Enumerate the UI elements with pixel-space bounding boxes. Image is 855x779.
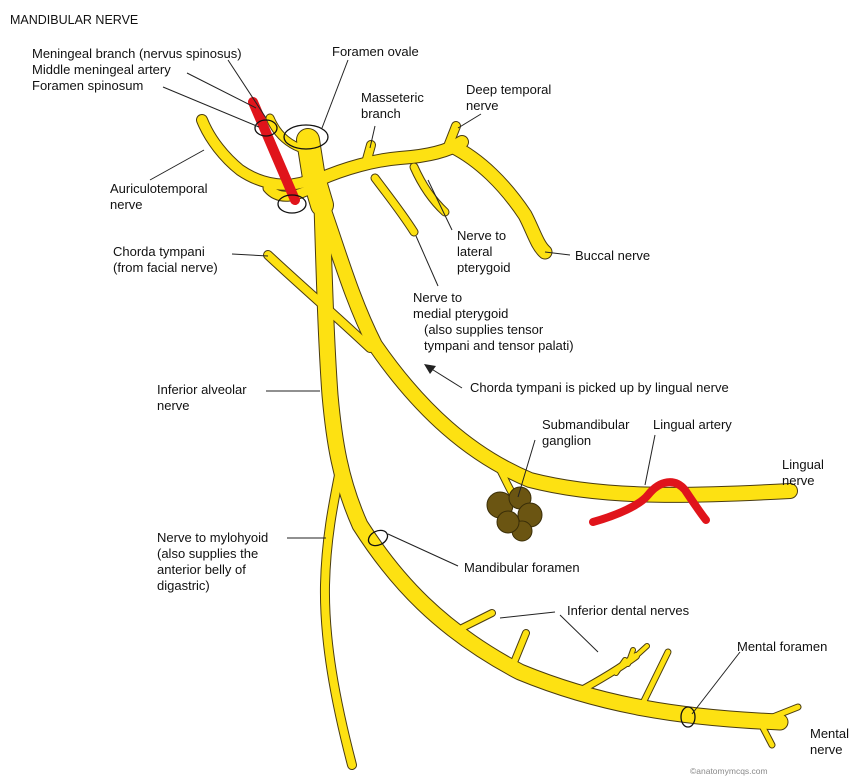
inferior-alveolar-nerve [322,205,780,722]
label-lateral-pterygoid-2: lateral [457,244,493,259]
label-mandibular-foramen: Mandibular foramen [464,560,580,575]
leader-middle-meningeal-artery [187,73,256,108]
leader-chorda [232,254,268,256]
arrow-icon [424,364,436,374]
diagram-title: MANDIBULAR NERVE [10,13,138,27]
label-mental-1: Mental [810,726,849,741]
label-buccal: Buccal nerve [575,248,650,263]
leader-meningeal-branch [228,60,266,118]
label-lingual-artery: Lingual artery [653,417,732,432]
label-lateral-pterygoid-3: pterygoid [457,260,510,275]
leader-foramen-ovale [322,60,348,128]
leader-auriculotemporal [150,150,204,180]
leader-foramen-spinosum [163,87,259,127]
label-chorda-2: (from facial nerve) [113,260,218,275]
leader-inferior-dental-a [500,612,555,618]
label-mylohyoid-1: Nerve to mylohyoid [157,530,268,545]
label-inferior-dental: Inferior dental nerves [567,603,690,618]
label-mental-foramen: Mental foramen [737,639,827,654]
leader-mental-foramen [692,652,740,714]
inferior-alveolar-nerve-outline [322,205,780,722]
inferior-dental-1 [462,613,492,628]
label-deep-temporal-2: nerve [466,98,499,113]
label-chorda-1: Chorda tympani [113,244,205,259]
leader-deep-temporal [458,114,481,128]
label-lateral-pterygoid-1: Nerve to [457,228,506,243]
label-deep-temporal-1: Deep temporal [466,82,551,97]
label-inferior-alveolar-1: Inferior alveolar [157,382,247,397]
mandibular-trunk [308,140,322,205]
label-submandibular-2: ganglion [542,433,591,448]
label-auriculotemporal-2: nerve [110,197,143,212]
label-mylohyoid-2: (also supplies the [157,546,258,561]
leader-mandibular-foramen [388,534,458,566]
submandibular-ganglion-shape [487,487,542,541]
leader-chorda-picked-up [430,368,462,388]
leader-inferior-dental-b [560,615,598,652]
label-masseteric-1: Masseteric [361,90,424,105]
label-masseteric-2: branch [361,106,401,121]
label-foramen-spinosum: Foramen spinosum [32,78,143,93]
leader-medial-pterygoid [416,236,438,286]
label-foramen-ovale: Foramen ovale [332,44,419,59]
label-medial-pterygoid-2: medial pterygoid [413,306,508,321]
leader-lateral-pterygoid [428,180,452,230]
nerve-to-medial-pterygoid [375,178,414,232]
auriculotemporal-nerve [202,120,314,185]
ganglion-lobe-5 [497,511,519,533]
label-medial-pterygoid-3: (also supplies tensor [424,322,544,337]
label-mylohyoid-4: digastric) [157,578,210,593]
label-medial-pterygoid-4: tympani and tensor palati) [424,338,574,353]
label-medial-pterygoid-1: Nerve to [413,290,462,305]
label-meningeal-branch: Meningeal branch (nervus spinosus) [32,46,242,61]
label-submandibular-1: Submandibular [542,417,630,432]
nerve-network [202,118,798,765]
upper-branch-nerve [318,142,462,180]
leader-lingual-artery [645,435,655,485]
label-lingual-1: Lingual [782,457,824,472]
label-middle-meningeal-artery: Middle meningeal artery [32,62,171,77]
labels: MANDIBULAR NERVE Meningeal branch (nervu… [10,13,849,776]
label-mylohyoid-3: anterior belly of [157,562,246,577]
label-auriculotemporal-1: Auriculotemporal [110,181,208,196]
credit-text: ©anatomymcqs.com [690,766,768,776]
label-mental-2: nerve [810,742,843,757]
label-lingual-2: nerve [782,473,815,488]
inferior-dental-4 [642,652,668,705]
label-chorda-picked-up: Chorda tympani is picked up by lingual n… [470,380,729,395]
label-inferior-alveolar-2: nerve [157,398,190,413]
